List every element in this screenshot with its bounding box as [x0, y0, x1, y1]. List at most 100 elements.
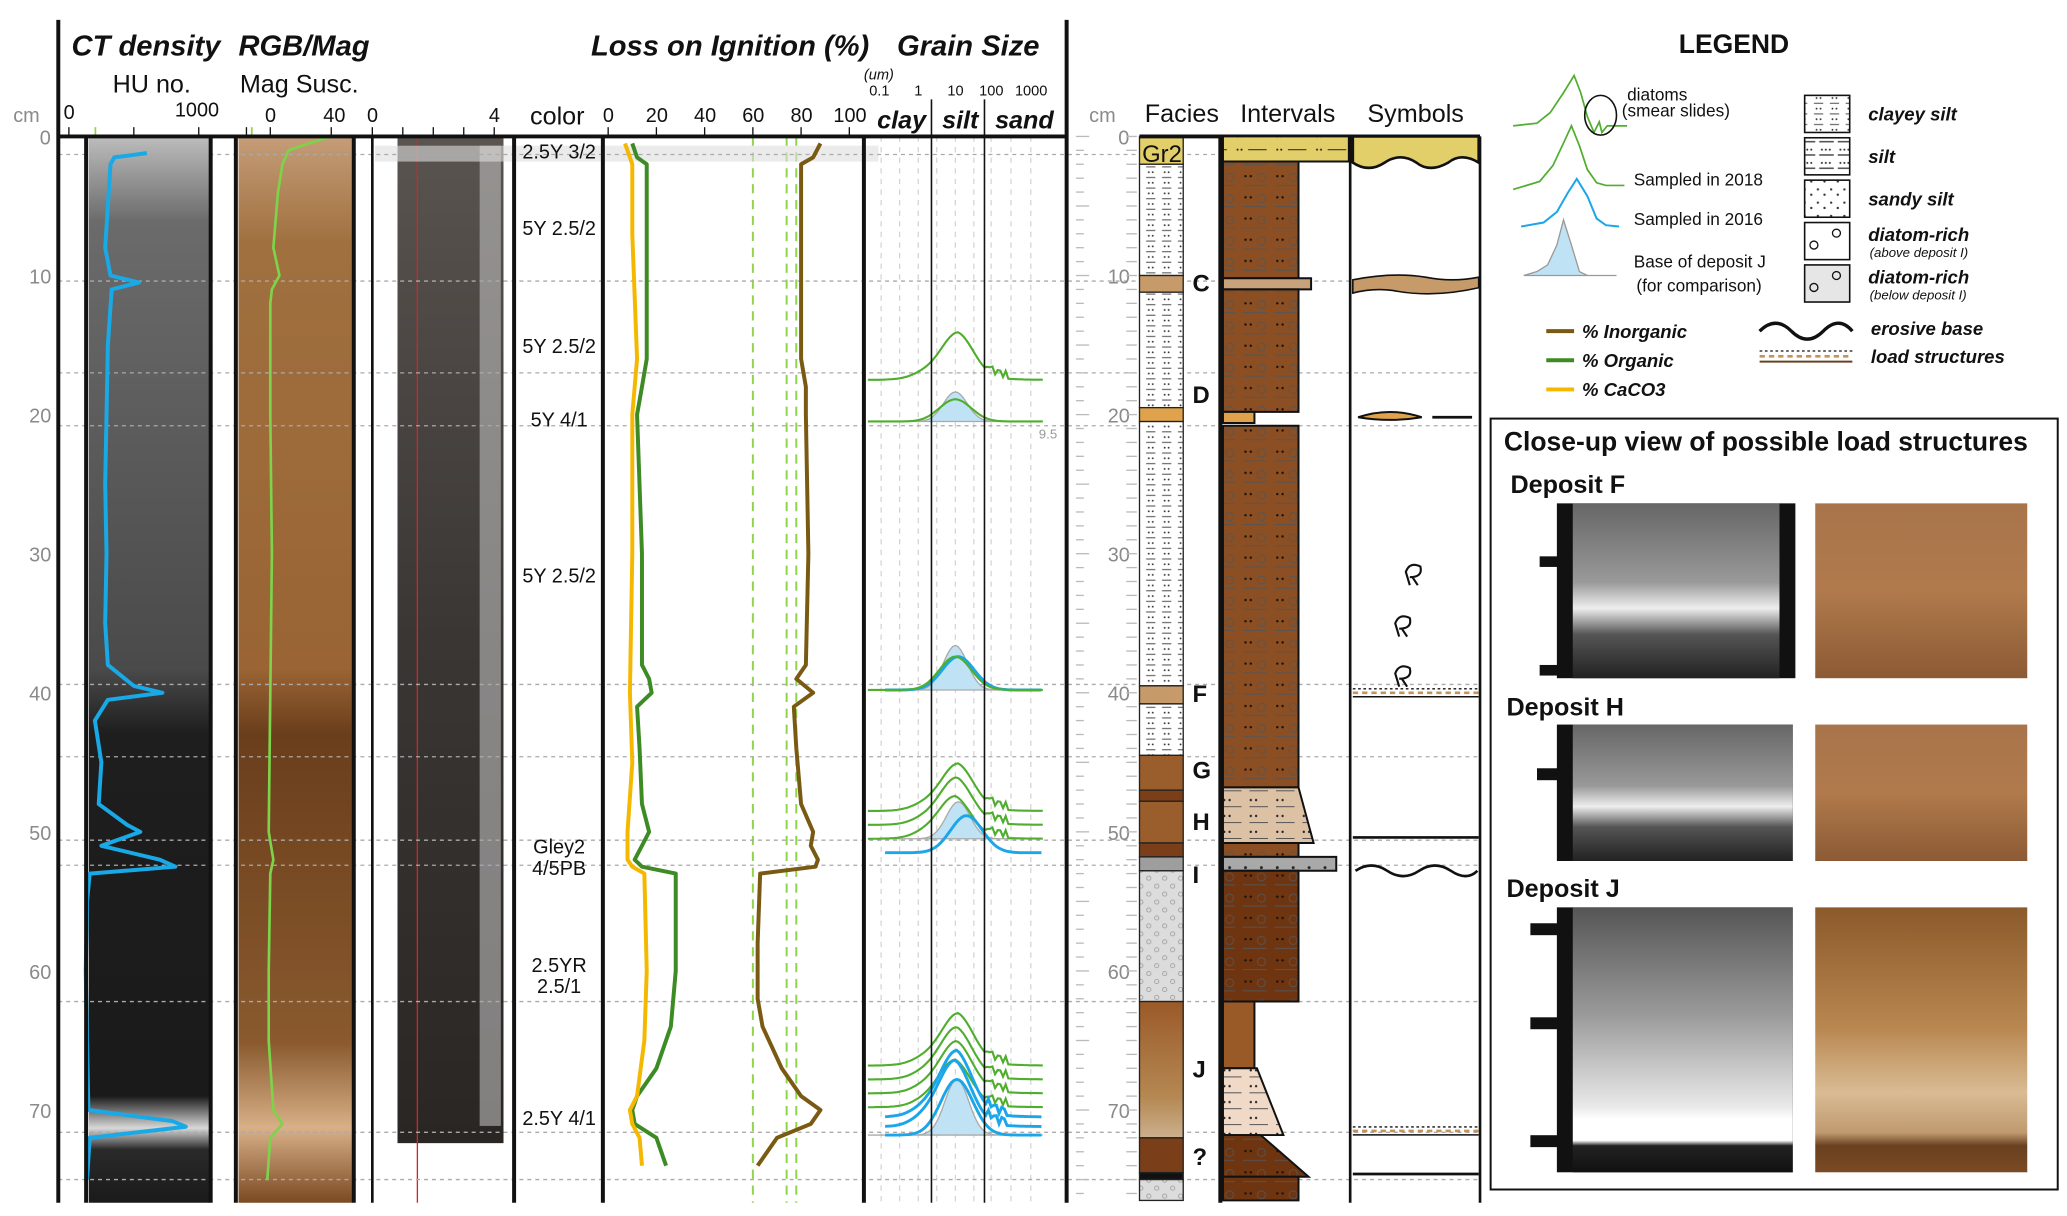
deposit-j-ct-image: [1572, 907, 1793, 1173]
rgb-mag-title: RGB/Mag: [239, 31, 370, 63]
grain-size-title: Grain Size: [897, 31, 1039, 63]
loi-tick-label: 60: [742, 105, 764, 127]
legend-pattern-note: (below deposit I): [1870, 287, 1967, 302]
deposit-h-ct-image: [1572, 724, 1793, 862]
munsell-color-label: 2.5YR: [532, 955, 587, 977]
grain-curve-2018: [867, 398, 1043, 423]
erosive-base-symbol: [1354, 864, 1479, 878]
lens-symbol: [1357, 411, 1423, 421]
interval-diatom: [1221, 288, 1300, 413]
deposit-letter: I: [1193, 862, 1200, 889]
legend-pattern-label: silt: [1868, 146, 1896, 167]
legend-pattern-swatch: [1803, 179, 1851, 219]
legend-pattern-swatch: [1803, 221, 1851, 261]
facies-unit-clayey: [1138, 291, 1184, 409]
legend-pattern-note: (above deposit I): [1870, 245, 1969, 260]
panel-frame: [56, 19, 1069, 1203]
deposit-f-ct-image: [1572, 503, 1780, 679]
facies-unit-diatom: [1138, 1178, 1184, 1202]
depth-label-left: 20: [29, 406, 51, 428]
grain-tick-label: 100: [979, 83, 1003, 99]
depth-label-right: 60: [1108, 962, 1130, 984]
legend-pattern-swatch: [1803, 136, 1851, 176]
depth-label-left: 70: [29, 1101, 51, 1123]
deposit-f-label: Deposit F: [1511, 471, 1626, 499]
deformed-layer-symbol: [1352, 274, 1480, 295]
depth-label-left: 0: [40, 127, 51, 149]
munsell-color-label: 2.5Y 3/2: [522, 141, 596, 163]
loi-series-inorganic: [755, 142, 823, 1167]
color-column-label: color: [530, 103, 585, 131]
loi-tick-label: 20: [646, 105, 668, 127]
interval-grayband: [1221, 855, 1338, 872]
facies-unit-clayey: [1138, 420, 1184, 687]
deposit-letter: H: [1193, 809, 1210, 836]
grain-tick-label: 0.1: [869, 83, 889, 99]
mag-tick: 40: [323, 105, 345, 127]
facies-label: Gr2: [1142, 141, 1182, 168]
grain-class-silt: silt: [942, 106, 980, 134]
legend-title: LEGEND: [1679, 29, 1789, 59]
loi-series-organic: [630, 142, 678, 1167]
core-photo-edge: [479, 145, 501, 1126]
left-panel-header: CT density RGB/Mag Loss on Ignition (%) …: [13, 31, 1057, 442]
munsell-color-label: Gley2: [533, 837, 585, 859]
grain-curve-2018: [867, 794, 1043, 840]
interval-darkdiatom: [1221, 1175, 1300, 1202]
rgb-core-image: [238, 136, 353, 1203]
grain-reference-curve: [867, 644, 1043, 691]
deposit-letter: D: [1193, 382, 1210, 409]
depth-label-right: 20: [1108, 406, 1130, 428]
deposit-j-label: Deposit J: [1507, 875, 1620, 903]
legend-curve-2016: [1520, 176, 1620, 228]
depth-label-right: 0: [1118, 127, 1129, 149]
deposit-h-label: Deposit H: [1507, 693, 1624, 721]
depth-label-right: 50: [1108, 823, 1130, 845]
facies-unit-brown: [1138, 1000, 1184, 1139]
loi-title: Loss on Ignition (%): [591, 31, 869, 63]
symbols-header: Symbols: [1367, 100, 1463, 128]
erosive-base-symbol: [1351, 135, 1481, 170]
deposit-j-photo: [1815, 907, 2028, 1173]
depth-label-right: 10: [1108, 266, 1130, 288]
diatom-icon: [1809, 240, 1819, 250]
legend-sampled-2018: Sampled in 2018: [1634, 169, 1763, 189]
photo-scale-tick: 4: [489, 105, 500, 127]
loi-tick-label: 100: [833, 105, 866, 127]
legend-loi-lines: % Inorganic% Organic% CaCO3: [1546, 321, 1688, 400]
hu-label: HU no.: [113, 71, 191, 99]
legend-pattern-swatch: [1803, 264, 1851, 303]
facies-header: Facies: [1145, 100, 1219, 128]
grain-note: 9.5: [1039, 426, 1057, 441]
grain-size-chart: [867, 331, 1043, 1137]
ct-scan-image: [88, 136, 210, 1203]
loi-series-caco3: [623, 142, 649, 1166]
facies-unit-brown: [1138, 800, 1184, 844]
munsell-color-label: 2.5Y 4/1: [522, 1108, 596, 1130]
diatom-circle-icon: [1583, 94, 1618, 136]
loi-chart: [623, 142, 823, 1167]
grain-curve-2018: [867, 1040, 1043, 1095]
munsell-color-label: 4/5PB: [532, 858, 586, 880]
depth-unit-right: cm: [1089, 105, 1115, 127]
deposit-letter: G: [1193, 758, 1212, 785]
deposit-letter: J: [1193, 1057, 1206, 1084]
interval-orange: [1221, 410, 1256, 424]
grain-class-clay: clay: [877, 106, 928, 134]
legend-smear: (smear slides): [1622, 101, 1730, 121]
mag-tick: 0: [265, 105, 276, 127]
depth-label-left: 50: [29, 823, 51, 845]
grain-curve-2016: [885, 814, 1042, 855]
grain-curve-2016: [885, 1058, 1042, 1129]
depth-label-left: 60: [29, 962, 51, 984]
grain-tick-label: 1: [914, 83, 922, 99]
plant-fragment-icon: [1394, 615, 1412, 638]
legend-erosive-base: erosive base: [1871, 318, 1983, 339]
intervals-header: Intervals: [1240, 100, 1335, 128]
facies-unit-diatom: [1138, 870, 1184, 1003]
facies-unit-darkbrown: [1138, 1137, 1184, 1174]
grain-curve-2018: [867, 1011, 1043, 1067]
facies-unit-darkbrown: [1138, 842, 1184, 858]
